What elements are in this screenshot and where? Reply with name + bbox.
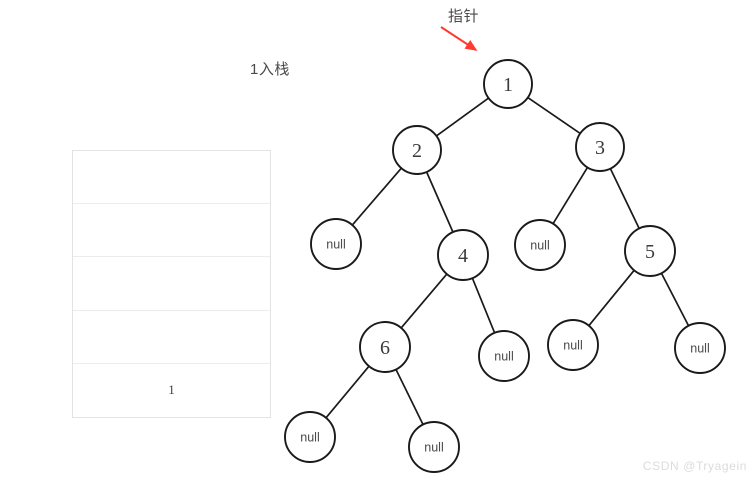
tree-node-1: 1 [483, 59, 533, 109]
node-label: 2 [412, 140, 422, 162]
tree-node-6: 6 [359, 321, 411, 373]
stack-cell [73, 257, 270, 311]
stack-cell [73, 151, 270, 205]
pointer-label: 指针 [448, 8, 480, 25]
node-circle [408, 421, 460, 473]
tree-edge [325, 365, 370, 419]
stack-table: 1 [72, 150, 271, 418]
tree-edge [527, 96, 581, 135]
tree-edge [395, 369, 424, 425]
node-circle [514, 219, 566, 271]
tree-node-null: null [547, 319, 599, 371]
tree-node-layer: 1 2 3 null 4 null 5 6 null null null null null [284, 59, 726, 473]
stack-cell: 1 [168, 382, 175, 398]
node-circle [437, 229, 489, 281]
node-circle [310, 218, 362, 270]
tree-node-4: 4 [437, 229, 489, 281]
tree-edge [400, 273, 448, 329]
pointer-arrow-icon [440, 26, 478, 51]
watermark-text: CSDN @Tryagein [642, 459, 747, 473]
tree-node-null: null [674, 322, 726, 374]
node-label: 1 [503, 74, 513, 96]
node-label: null [530, 239, 549, 253]
node-label: 6 [380, 337, 390, 359]
node-circle [359, 321, 411, 373]
node-circle [547, 319, 599, 371]
node-label: null [690, 342, 709, 356]
stack-cell [73, 204, 270, 258]
tree-node-null: null [310, 218, 362, 270]
node-circle [624, 225, 676, 277]
node-circle [483, 59, 533, 109]
tree-edge [435, 97, 490, 137]
tree-edge [588, 269, 635, 327]
tree-edge [425, 171, 454, 233]
node-label: null [424, 441, 443, 455]
node-circle [392, 125, 442, 175]
push-operation-label: 1入栈 [250, 61, 290, 78]
node-label: 5 [645, 241, 655, 263]
tree-edge [660, 272, 690, 327]
tree-node-2: 2 [392, 125, 442, 175]
node-label: null [563, 339, 582, 353]
tree-edge [351, 167, 402, 226]
tree-edge [471, 277, 496, 334]
tree-node-5: 5 [624, 225, 676, 277]
node-label: 3 [595, 137, 605, 159]
node-circle [674, 322, 726, 374]
node-circle [575, 122, 625, 172]
node-label: null [494, 350, 513, 364]
node-circle [284, 411, 336, 463]
node-label: 4 [458, 245, 468, 267]
node-circle [478, 330, 530, 382]
node-label: null [326, 238, 345, 252]
tree-node-null: null [408, 421, 460, 473]
tree-edge-layer [325, 96, 690, 425]
tree-node-null: null [478, 330, 530, 382]
stack-cell [73, 311, 270, 364]
tree-node-null: null [514, 219, 566, 271]
tree-edge [552, 167, 589, 225]
tree-node-null: null [284, 411, 336, 463]
node-label: null [300, 431, 319, 445]
tree-node-3: 3 [575, 122, 625, 172]
tree-edge [609, 168, 640, 229]
